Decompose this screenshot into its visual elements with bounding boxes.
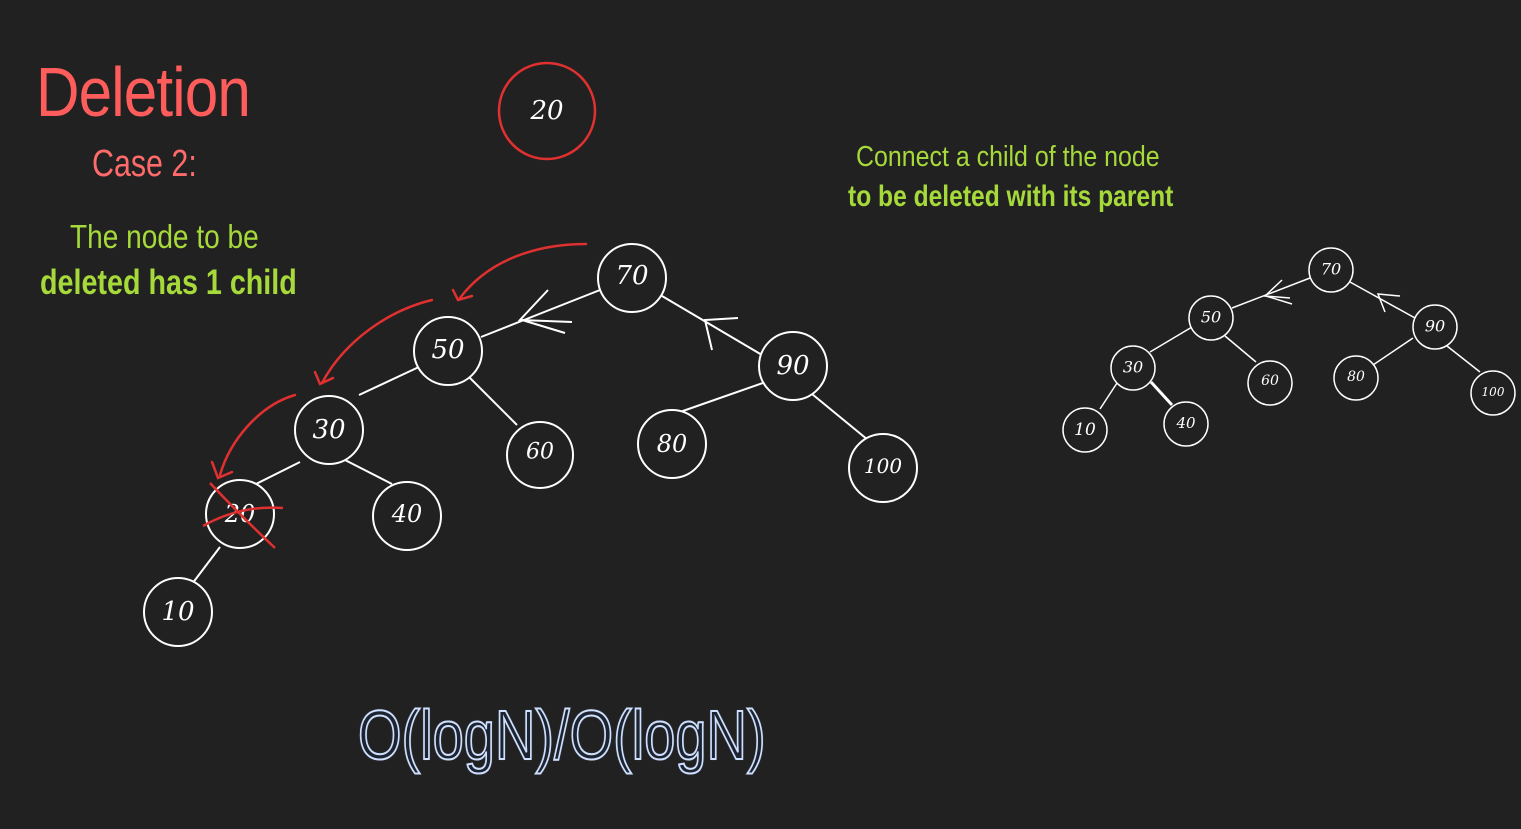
tree-after-node: 10 [1062, 407, 1108, 453]
tree-after-node: 50 [1188, 295, 1234, 341]
node-label-60: 60 [526, 440, 554, 465]
node-label-80: 80 [1347, 369, 1365, 385]
node-label-10: 10 [1074, 420, 1096, 440]
tree-after-node: 90 [1412, 304, 1458, 350]
node-label-90: 90 [1425, 317, 1445, 336]
traversal-arrow [1263, 279, 1401, 313]
node-label-70: 70 [615, 261, 648, 291]
tree-before-node: 50 [413, 316, 483, 386]
node-label-10: 10 [161, 597, 194, 627]
complexity-label: O(logN)/O(logN) [357, 695, 766, 775]
tree-before-node: 70 [597, 243, 667, 313]
node-label-60: 60 [1261, 373, 1279, 389]
strike-line [209, 482, 276, 549]
node-label-70: 70 [1321, 260, 1341, 279]
deleted-value-label: 20 [529, 96, 563, 126]
instruction-line2: to be deleted with its parent [848, 180, 1174, 213]
search-path-arrow [210, 242, 588, 480]
tree-after-node: 70 [1308, 247, 1354, 293]
tree-before-node: 60 [506, 421, 574, 489]
case-description-line2: deleted has 1 child [40, 263, 297, 302]
page-title: Deletion [36, 53, 251, 131]
strike-line [202, 506, 284, 528]
node-label-90: 90 [776, 351, 809, 381]
node-label-30: 30 [312, 415, 345, 445]
node-label-30: 30 [1123, 358, 1143, 377]
node-label-40: 40 [391, 500, 423, 528]
tree-after-edges [1099, 277, 1481, 410]
tree-before-node-struck: 20 [202, 479, 284, 549]
node-label-50: 50 [1201, 308, 1221, 327]
traversal-arrow [517, 289, 739, 351]
case-label: Case 2: [92, 143, 197, 185]
tree-before-node: 30 [294, 395, 364, 465]
instruction-line1: Connect a child of the node [856, 141, 1160, 173]
node-label-40: 40 [1175, 414, 1196, 432]
case-description-line1: The node to be [70, 218, 259, 255]
tree-after-node: 30 [1110, 345, 1156, 391]
node-label-100: 100 [864, 454, 902, 478]
tree-before-node: 100 [848, 433, 918, 503]
tree-before-node: 80 [637, 409, 707, 479]
node-label-100: 100 [1482, 385, 1505, 399]
tree-after-node: 80 [1333, 355, 1379, 401]
tree-after-node: 100 [1470, 370, 1516, 416]
node-label-80: 80 [657, 430, 688, 458]
tree-before-node: 40 [372, 481, 442, 551]
node-label-50: 50 [431, 335, 464, 365]
tree-after-node: 60 [1247, 360, 1293, 406]
tree-before-node: 90 [758, 331, 828, 401]
tree-before-node: 10 [143, 577, 213, 647]
tree-before-edges [191, 289, 869, 585]
tree-after-node: 40 [1163, 401, 1209, 447]
deleted-value-node: 20 [497, 61, 597, 161]
